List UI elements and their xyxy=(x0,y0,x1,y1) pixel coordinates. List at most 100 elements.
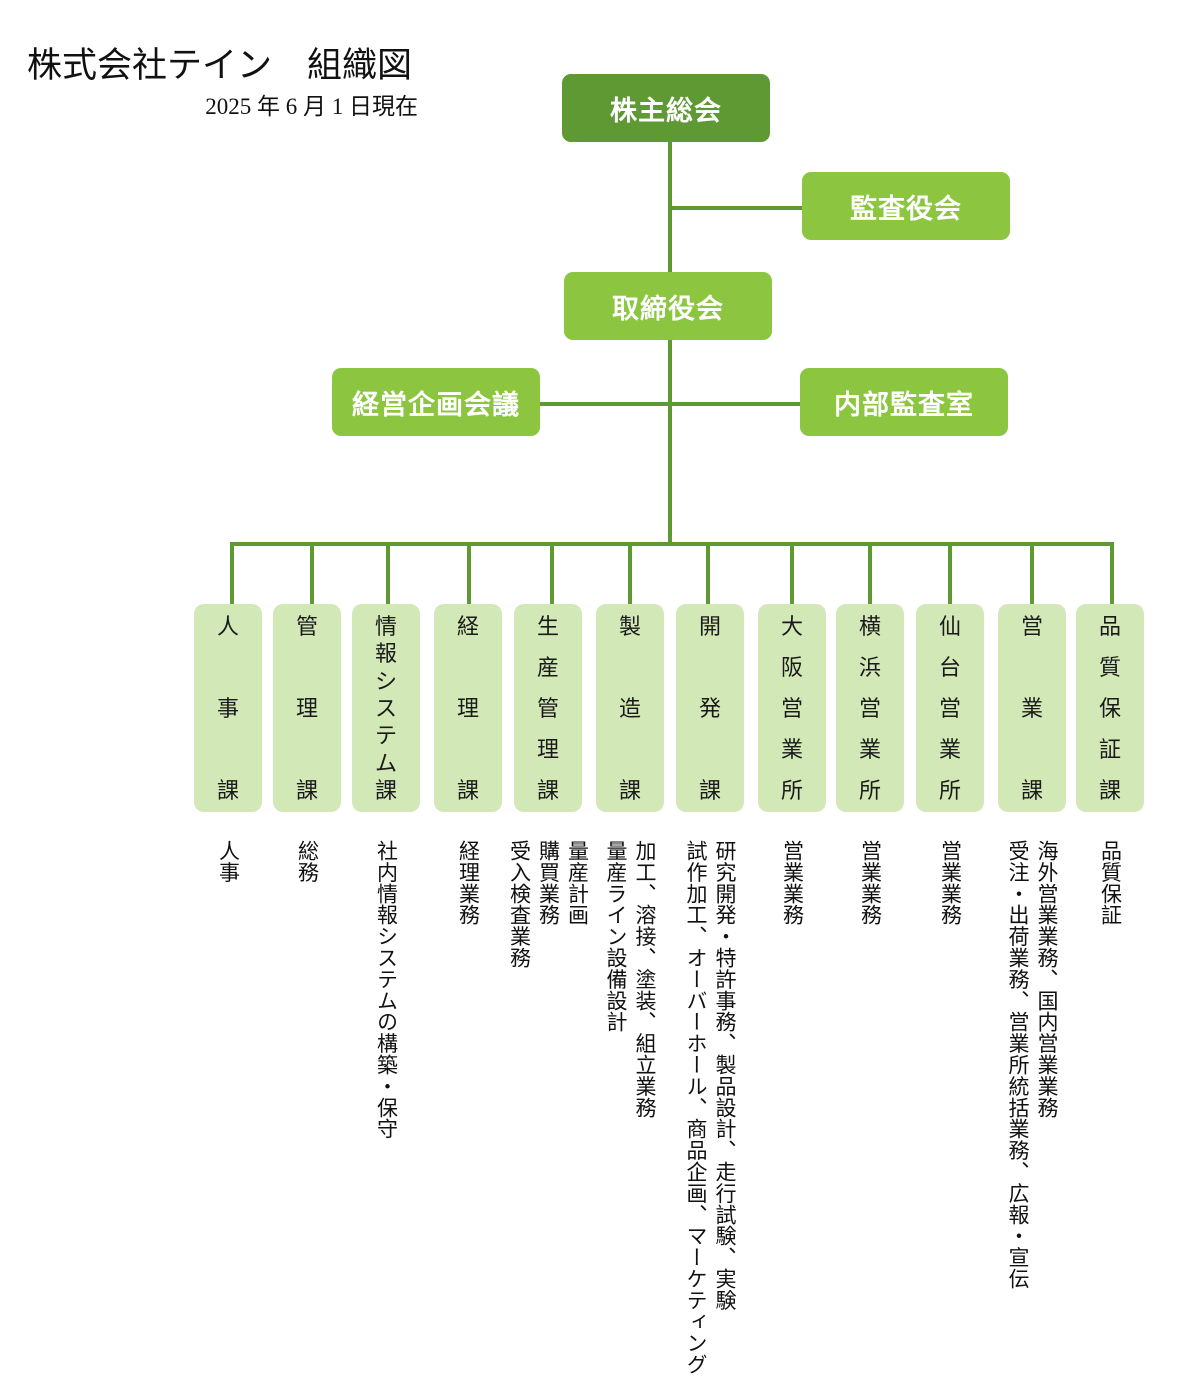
department-name-char: 造 xyxy=(618,697,641,722)
department-name-char: 仙 xyxy=(938,615,961,640)
department-name-char: 保 xyxy=(1098,697,1121,722)
connector-drop xyxy=(550,542,554,604)
department-name: 製造課 xyxy=(596,617,664,803)
department-box: 横浜営業所 xyxy=(836,604,904,812)
audit-board-box: 監査役会 xyxy=(802,172,1010,240)
connector-trunk xyxy=(668,140,672,546)
department-name-char: 所 xyxy=(780,779,803,804)
department-name-char: 阪 xyxy=(780,656,803,681)
department-name-char: 業 xyxy=(858,738,881,763)
sendai-sales-office: 仙台営業所 営業業務 xyxy=(916,604,984,926)
department-name-char: 課 xyxy=(295,779,318,804)
duty-line: 社内情報システムの構築・保守 xyxy=(374,840,399,1140)
department-name-char: 報 xyxy=(374,642,397,668)
connector-drop xyxy=(1030,542,1034,604)
connector-drop xyxy=(1110,542,1114,604)
department-duties: 営業業務 xyxy=(856,840,885,926)
connector-drop xyxy=(706,542,710,604)
department-name-char: 事 xyxy=(216,697,239,722)
internal-audit-office-box: 内部監査室 xyxy=(800,368,1008,436)
accounting-section: 経理課 経理業務 xyxy=(434,604,502,926)
department-box: 生産管理課 xyxy=(514,604,582,812)
department-name-char: 産 xyxy=(536,656,559,681)
connector-drop xyxy=(790,542,794,604)
department-name-char: 生 xyxy=(536,615,559,640)
department-name-char: 横 xyxy=(858,615,881,640)
department-duties: 研究開発・特許事務、製品設計、走行試験、実験 試作加工、オーバーホール、商品企画… xyxy=(681,840,739,1375)
department-name: 管理課 xyxy=(273,617,341,803)
department-name: 仙台営業所 xyxy=(916,617,984,803)
department-name-char: 浜 xyxy=(858,656,881,681)
department-name-char: 所 xyxy=(858,779,881,804)
department-name-char: 人 xyxy=(216,615,239,640)
department-duties: 量産計画 購買業務 受入検査業務 xyxy=(505,840,592,968)
department-name-char: 台 xyxy=(938,656,961,681)
department-name-char: 営 xyxy=(938,697,961,722)
management-planning-meeting-box: 経営企画会議 xyxy=(332,368,540,436)
department-duties: 経理業務 xyxy=(454,840,483,926)
sales-section: 営業課 海外営業業務、国内営業業務 受注・出荷業務、営業所統括業務、広報・宣伝 xyxy=(998,604,1066,1289)
department-box: 人事課 xyxy=(194,604,262,812)
department-name: 横浜営業所 xyxy=(836,617,904,803)
duty-line: 総務 xyxy=(295,840,320,883)
department-name-char: 理 xyxy=(295,697,318,722)
department-name-char: 課 xyxy=(456,779,479,804)
department-name-char: 課 xyxy=(374,778,397,804)
department-name-char: 所 xyxy=(938,779,961,804)
department-box: 大阪営業所 xyxy=(758,604,826,812)
department-name-char: 課 xyxy=(698,779,721,804)
department-duties: 営業業務 xyxy=(936,840,965,926)
information-systems-section: 情報システム課 社内情報システムの構築・保守 xyxy=(352,604,420,1140)
department-duties: 加工、溶接、塗装、組立業務 量産ライン設備設計 xyxy=(601,840,659,1118)
connector-drop xyxy=(467,542,471,604)
board-of-directors-box: 取締役会 xyxy=(564,272,772,340)
duty-line: 品質保証 xyxy=(1098,840,1123,926)
department-name-char: ム xyxy=(374,751,397,777)
department-name: 品質保証課 xyxy=(1076,617,1144,803)
department-name-char: 発 xyxy=(698,697,721,722)
department-name-char: 課 xyxy=(1098,779,1121,804)
department-duties: 社内情報システムの構築・保守 xyxy=(372,840,401,1140)
department-name: 人事課 xyxy=(194,617,262,803)
department-box: 製造課 xyxy=(596,604,664,812)
connector-drop xyxy=(230,542,234,604)
department-name-char: 管 xyxy=(536,697,559,722)
manufacturing-section: 製造課 加工、溶接、塗装、組立業務 量産ライン設備設計 xyxy=(596,604,664,1118)
shareholders-meeting-box: 株主総会 xyxy=(562,74,770,142)
department-duties: 品質保証 xyxy=(1096,840,1125,926)
development-section: 開発課 研究開発・特許事務、製品設計、走行試験、実験 試作加工、オーバーホール、… xyxy=(676,604,744,1375)
duty-line: 受入検査業務 xyxy=(507,840,532,969)
connector-drop xyxy=(628,542,632,604)
quality-assurance-section: 品質保証課 品質保証 xyxy=(1076,604,1144,926)
department-name: 営業課 xyxy=(998,617,1066,803)
duty-line: 海外営業業務、国内営業業務 xyxy=(1035,840,1059,1119)
shareholders-meeting-label: 株主総会 xyxy=(610,95,722,127)
management-planning-meeting-label: 経営企画会議 xyxy=(352,389,520,421)
department-name-char: 営 xyxy=(1020,615,1043,640)
department-name: 情報システム課 xyxy=(352,617,420,803)
human-resources-section: 人事課 人事 xyxy=(194,604,262,883)
department-duties: 営業業務 xyxy=(778,840,807,926)
duty-line: 営業業務 xyxy=(938,840,963,926)
department-name-char: 営 xyxy=(858,697,881,722)
department-box: 品質保証課 xyxy=(1076,604,1144,812)
department-name-char: テ xyxy=(374,724,397,750)
department-box: 開発課 xyxy=(676,604,744,812)
chart-title: 株式会社テイン 組織図 xyxy=(27,46,413,85)
department-box: 経理課 xyxy=(434,604,502,812)
department-name-char: 品 xyxy=(1098,615,1121,640)
department-name-char: 課 xyxy=(1020,779,1043,804)
connector-board-staff xyxy=(540,402,800,406)
department-name-char: 課 xyxy=(216,779,239,804)
duty-line: 量産ライン設備設計 xyxy=(604,840,628,1033)
department-name-char: 業 xyxy=(938,738,961,763)
department-box: 管理課 xyxy=(273,604,341,812)
audit-board-label: 監査役会 xyxy=(850,193,962,225)
production-control-section: 生産管理課 量産計画 購買業務 受入検査業務 xyxy=(508,604,590,968)
department-name-char: 理 xyxy=(536,738,559,763)
administration-section: 管理課 総務 xyxy=(273,604,341,883)
department-name-char: 業 xyxy=(780,738,803,763)
department-name: 生産管理課 xyxy=(514,617,582,803)
department-box: 仙台営業所 xyxy=(916,604,984,812)
